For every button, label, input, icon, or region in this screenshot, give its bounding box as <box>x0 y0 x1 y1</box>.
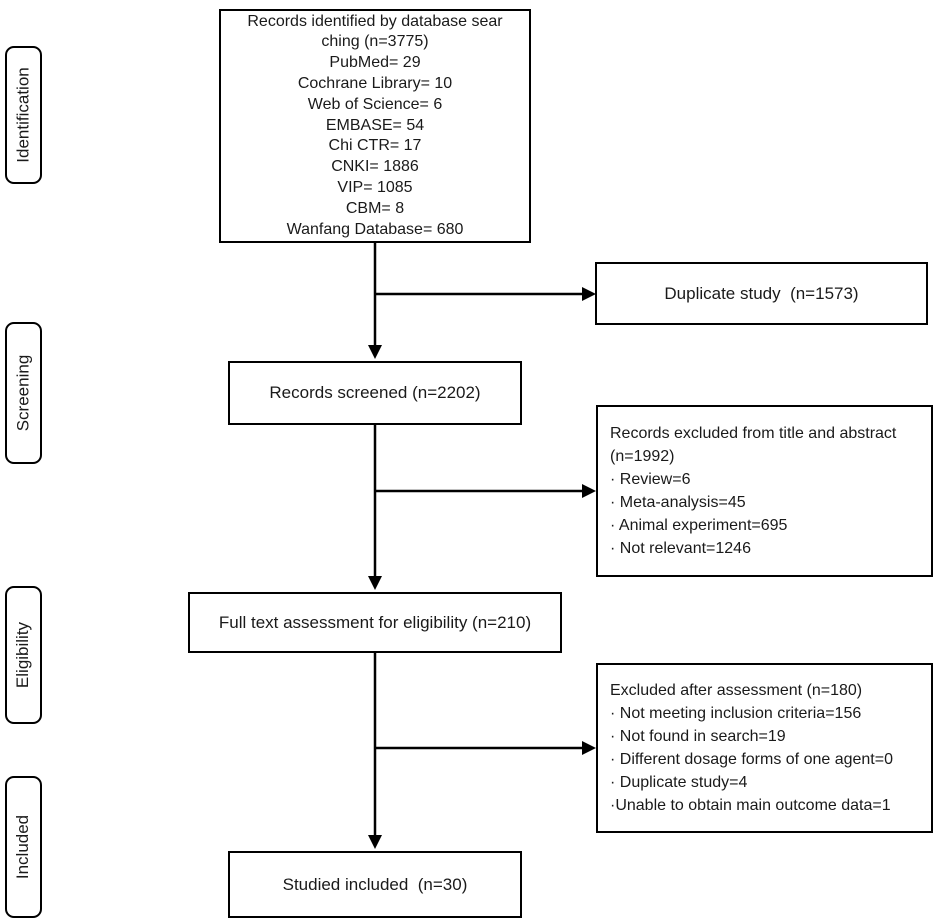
box-line: CBM= 8 <box>345 199 405 217</box>
box-line: Cochrane Library= 10 <box>297 75 453 92</box>
box-records-identified: Records identified by database sear chin… <box>219 9 531 243</box>
arrow-screened-to-fulltext <box>368 425 382 590</box>
arrow-to-excluded-after-assessment <box>375 741 596 755</box>
box-line: · Not found in search=19 <box>610 728 786 745</box>
box-line: CNKI= 1886 <box>331 158 419 176</box>
arrow-to-duplicate-study <box>375 287 596 301</box>
box-line: PubMed= 29 <box>329 54 421 72</box>
box-label: Full text assessment for eligibility (n=… <box>218 612 532 632</box>
box-records-screened: Records screened (n=2202) <box>228 361 522 425</box>
stage-label-identification: Identification <box>5 46 42 184</box>
stage-label-text: Identification <box>13 67 33 163</box>
box-line: Wanfang Database= 680 <box>286 220 464 238</box>
box-line: Records excluded from title and abstract <box>610 425 897 442</box>
box-label: Studied included (n=30) <box>282 874 468 894</box>
arrow-identified-to-screened <box>368 243 382 359</box>
box-line: Web of Science= 6 <box>307 95 443 113</box>
box-excluded-after-assessment: Excluded after assessment (n=180) · Not … <box>596 663 933 833</box>
box-line: Records identified by database sear <box>247 12 503 30</box>
box-line: Chi CTR= 17 <box>328 137 422 155</box>
box-line: · Animal experiment=695 <box>610 517 788 534</box>
box-line: · Review=6 <box>610 471 691 488</box>
box-excluded-title-abstract: Records excluded from title and abstract… <box>596 405 933 577</box>
arrow-fulltext-to-included <box>368 653 382 849</box>
stage-label-eligibility: Eligibility <box>5 586 42 724</box>
stage-label-text: Included <box>13 814 33 880</box>
stage-label-text: Eligibility <box>13 621 33 689</box>
stage-label-screening: Screening <box>5 322 42 464</box>
box-line: · Meta-analysis=45 <box>610 494 746 511</box>
arrow-to-excluded-title-abstract <box>375 484 596 498</box>
box-label: Records screened (n=2202) <box>269 383 481 402</box>
stage-label-text: Screening <box>13 354 33 432</box>
box-line: ching (n=3775) <box>321 33 429 51</box>
box-line: VIP= 1085 <box>337 178 413 196</box>
box-label: Duplicate study (n=1573) <box>664 283 859 303</box>
box-line: ·Unable to obtain main outcome data=1 <box>610 797 891 814</box>
stage-label-included: Included <box>5 776 42 918</box>
box-line: · Not relevant=1246 <box>610 540 751 557</box>
box-studied-included: Studied included (n=30) <box>228 851 522 918</box>
box-full-text-assessment: Full text assessment for eligibility (n=… <box>188 592 562 653</box>
box-line: (n=1992) <box>610 448 675 465</box>
box-line: · Different dosage forms of one agent=0 <box>610 751 893 768</box>
box-line: · Not meeting inclusion criteria=156 <box>610 705 862 722</box>
box-duplicate-study: Duplicate study (n=1573) <box>595 262 928 325</box>
box-line: EMBASE= 54 <box>325 116 425 134</box>
box-line: · Duplicate study=4 <box>610 774 748 791</box>
box-line: Excluded after assessment (n=180) <box>610 682 863 699</box>
